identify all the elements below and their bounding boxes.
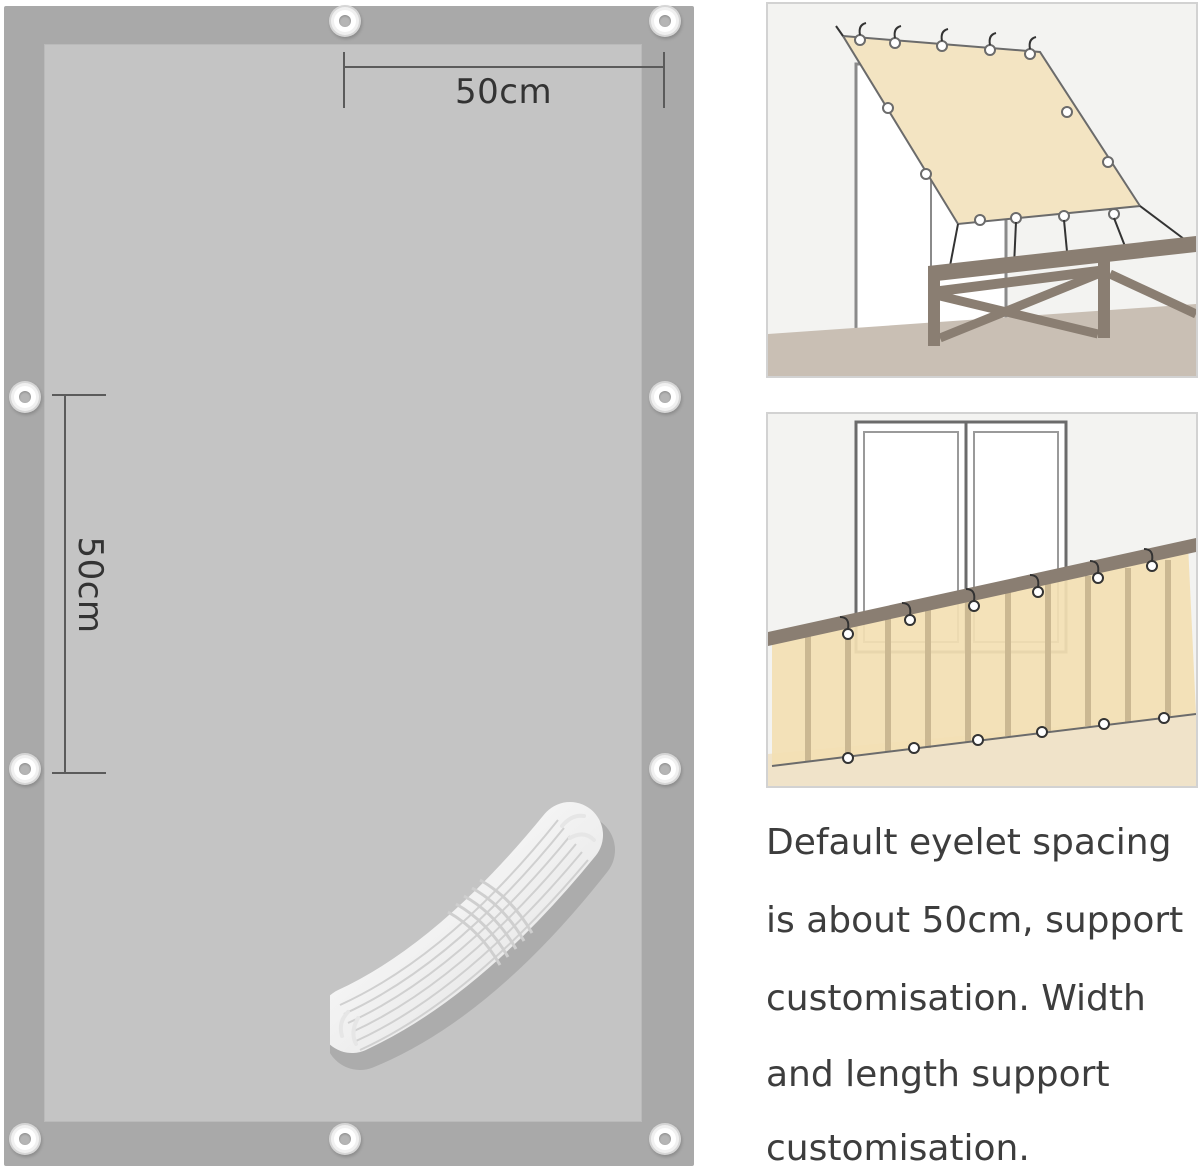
eyelet-icon [654, 758, 676, 780]
dimension-tick-right [663, 52, 665, 108]
awning-illustration [768, 4, 1196, 376]
balcony-illustration [768, 414, 1196, 786]
eyelet-icon [14, 758, 36, 780]
description-line-5: customisation. [766, 1128, 1030, 1169]
dimension-tick-left [343, 52, 345, 108]
balcony-illustration-panel [766, 412, 1198, 788]
description-line-4: and length support [766, 1054, 1110, 1095]
eyelet-icon [14, 1128, 36, 1150]
rope-bundle-icon [330, 802, 615, 1070]
awning-illustration-panel [766, 2, 1198, 378]
eyelet-icon [654, 386, 676, 408]
eyelet-icon [654, 1128, 676, 1150]
dimension-tick-top [52, 394, 106, 396]
horizontal-dimension-label: 50cm [455, 72, 553, 112]
dimension-line-horizontal [343, 66, 665, 68]
eyelet-icon [14, 386, 36, 408]
dimension-tick-bottom [52, 772, 106, 774]
description-line-3: customisation. Width [766, 978, 1146, 1019]
eyelet-icon [654, 10, 676, 32]
description-line-2: is about 50cm, support [766, 900, 1184, 941]
eyelet-icon [334, 1128, 356, 1150]
dimension-line-vertical [64, 394, 66, 774]
tarpaulin-body [44, 44, 642, 1122]
vertical-dimension-label: 50cm [70, 536, 110, 634]
description-line-1: Default eyelet spacing [766, 822, 1172, 863]
eyelet-icon [334, 10, 356, 32]
